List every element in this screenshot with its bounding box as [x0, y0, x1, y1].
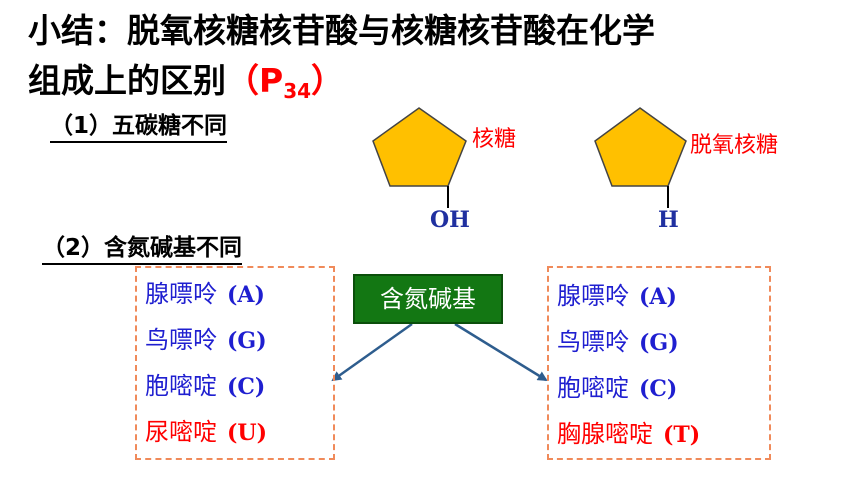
rna-base-adenine: 腺嘌呤(A) [145, 280, 265, 308]
ribose-label: 核糖 [472, 127, 517, 152]
ribose-hydroxyl-group: OH [430, 207, 470, 233]
arrow-to-dna-bases [454, 322, 548, 382]
section-five-carbon-sugar: （1）五碳糖不同 [50, 106, 228, 143]
page-title: 小结：脱氧核糖核苷酸与核糖核苷酸在化学 组成上的区别（P34） [28, 6, 655, 116]
title-line-2-text: 组成上的区别 [28, 61, 226, 100]
dna-base-thymine: 胸腺嘧啶(T) [557, 420, 701, 448]
page-reference-close: ） [311, 61, 345, 100]
page-reference-open: （P [226, 61, 284, 100]
arrow-to-rna-bases [331, 322, 413, 382]
deoxyribose-label: 脱氧核糖 [690, 133, 779, 158]
rna-bases-box: 腺嘌呤(A) 鸟嘌呤(G) 胞嘧啶(C) 尿嘧啶(U) [135, 266, 335, 460]
dna-base-guanine: 鸟嘌呤(G) [557, 328, 679, 356]
section-nitrogenous-base: （2）含氮碱基不同 [42, 228, 243, 265]
page-reference-number: 34 [283, 79, 312, 103]
deoxyribose-hydrogen-group: H [658, 207, 679, 233]
ribose-pentagon [372, 107, 467, 187]
nitrogenous-base-box: 含氮碱基 [353, 274, 503, 324]
rna-base-uracil: 尿嘧啶(U) [145, 418, 268, 446]
rna-bases-list: 腺嘌呤(A) 鸟嘌呤(G) 胞嘧啶(C) 尿嘧啶(U) [145, 271, 267, 455]
rna-base-cytosine: 胞嘧啶(C) [145, 372, 266, 400]
dna-bases-box: 腺嘌呤(A) 鸟嘌呤(G) 胞嘧啶(C) 胸腺嘧啶(T) [547, 266, 771, 460]
title-line-2: 组成上的区别（P34） [28, 56, 655, 116]
rna-base-guanine: 鸟嘌呤(G) [145, 326, 267, 354]
dna-base-adenine: 腺嘌呤(A) [557, 282, 677, 310]
dna-base-cytosine: 胞嘧啶(C) [557, 374, 678, 402]
title-line-1: 小结：脱氧核糖核苷酸与核糖核苷酸在化学 [28, 11, 655, 50]
dna-bases-list: 腺嘌呤(A) 鸟嘌呤(G) 胞嘧啶(C) 胸腺嘧啶(T) [557, 273, 700, 457]
page-reference: （P34） [226, 61, 345, 103]
deoxyribose-pentagon [594, 107, 687, 187]
